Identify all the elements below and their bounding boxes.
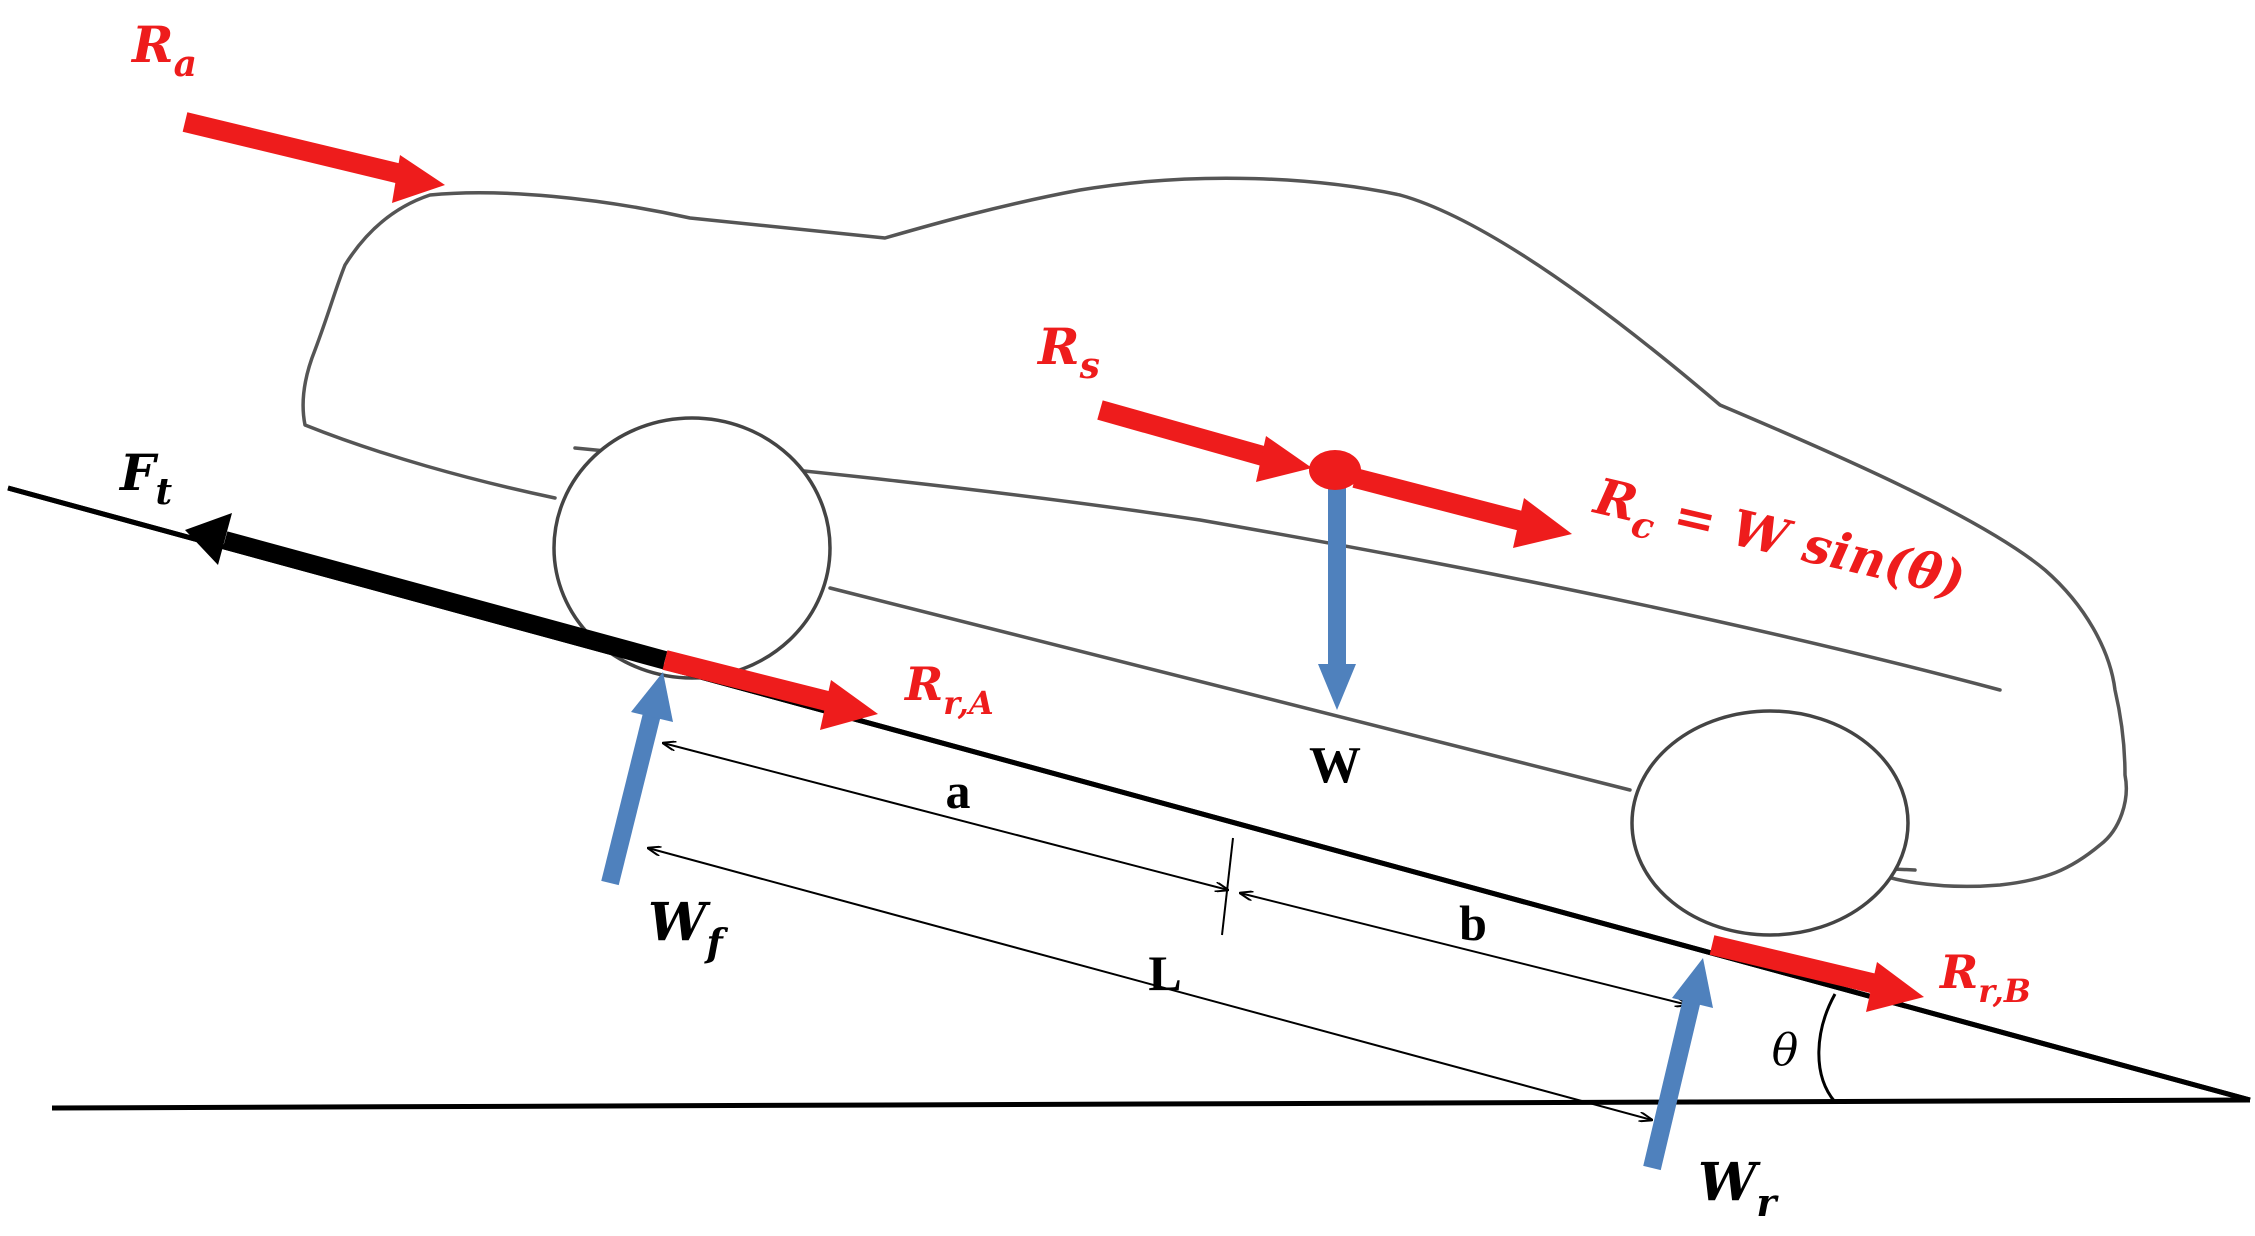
- ground-line: [51, 1097, 2251, 1111]
- label-dim-L: L: [1148, 945, 1181, 1001]
- label-weight: W: [1309, 737, 1361, 794]
- label-dim-b: b: [1459, 895, 1487, 951]
- car-outline-icon: [7, 176, 2251, 1103]
- climbing-resistance-arrow: [1352, 468, 1572, 548]
- front-wheel-icon: [552, 416, 832, 680]
- angle-arc: [1817, 993, 1837, 1103]
- label-rear-load: Wr: [1698, 1152, 1779, 1225]
- label-angle-theta: θ: [1772, 1025, 1799, 1076]
- traction-force-arrow: [185, 513, 668, 669]
- rolling-resistance-rear-arrow: [1709, 935, 1924, 1012]
- rolling-resistance-front-arrow: [662, 650, 878, 730]
- aero-resistance-arrow: [182, 112, 445, 203]
- label-climbing-resistance: Rc = W sin(θ): [1585, 466, 1971, 620]
- label-dim-a: a: [946, 763, 971, 819]
- front-load-arrow: [601, 672, 673, 886]
- dim-line-L: [648, 848, 1652, 1120]
- label-front-load: Wf: [648, 892, 728, 965]
- slope-resistance-arrow: [1097, 400, 1312, 482]
- weight-arrow: [1318, 478, 1356, 710]
- dimension-lines: [648, 743, 1688, 1120]
- rear-load-arrow: [1643, 958, 1713, 1171]
- label-aero-resistance: Ra: [130, 15, 197, 85]
- label-slope-resistance: Rs: [1036, 317, 1100, 387]
- dim-center-tick: [1221, 837, 1234, 936]
- rear-wheel-icon: [1630, 709, 1910, 937]
- cog-dot-icon: [1309, 450, 1361, 490]
- label-rolling-front: Rr,A: [903, 657, 994, 722]
- label-traction-force: Ft: [118, 443, 173, 513]
- label-rolling-rear: Rr,B: [1938, 945, 2031, 1010]
